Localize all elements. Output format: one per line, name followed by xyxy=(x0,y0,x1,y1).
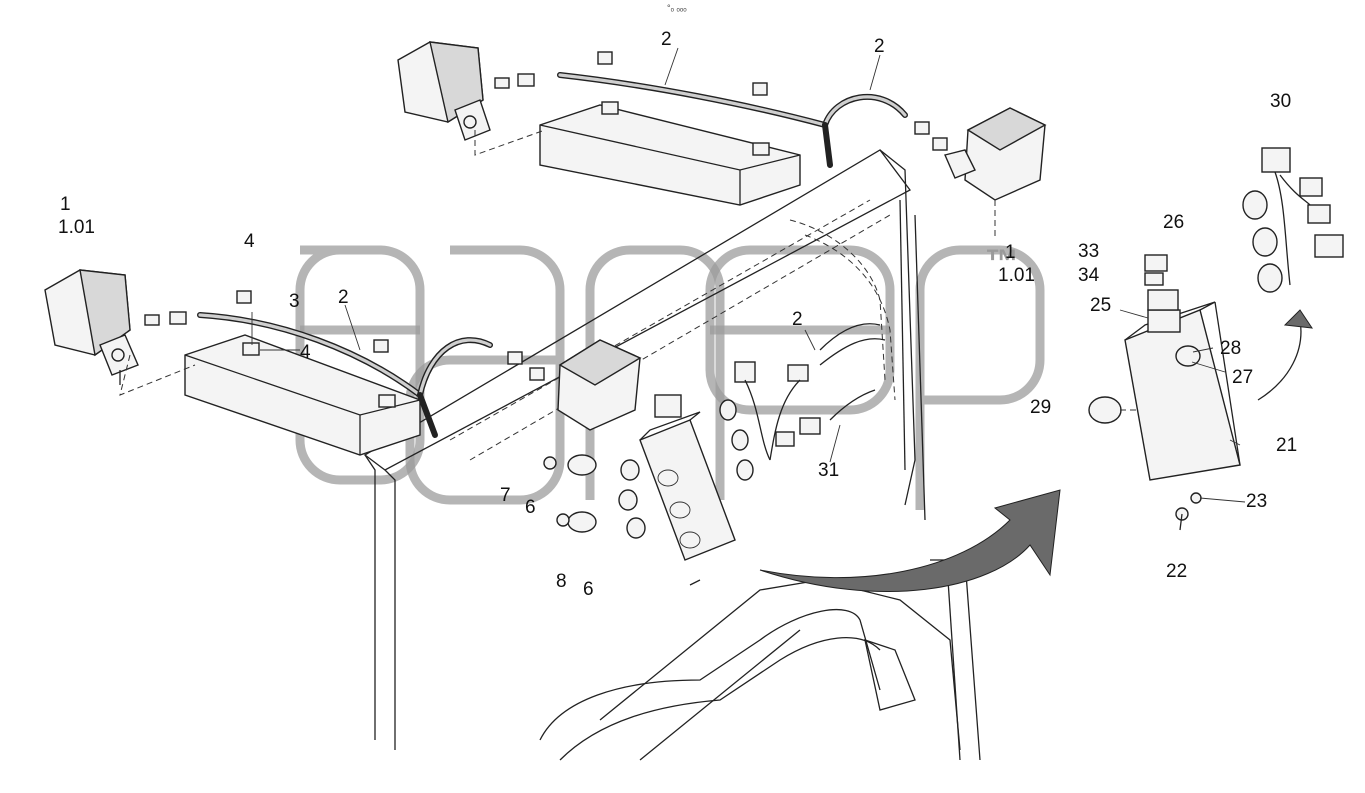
callout-2-mid: 2 xyxy=(792,309,803,330)
callout-22: 22 xyxy=(1166,561,1188,582)
callout-34: 34 xyxy=(1078,265,1100,286)
callout-27: 27 xyxy=(1232,367,1254,388)
mid-harness xyxy=(719,323,886,481)
work-lamp-top-left xyxy=(397,41,491,141)
callout-1.01-right: 1.01 xyxy=(998,265,1035,286)
callout-4-top: 4 xyxy=(244,231,255,252)
callout-2-top-left: 2 xyxy=(661,29,672,50)
callout-28: 28 xyxy=(1220,338,1242,359)
callout-29: 29 xyxy=(1030,397,1052,418)
callout-33: 33 xyxy=(1078,241,1100,262)
callout-6-lower: 6 xyxy=(583,579,594,600)
callout-30: 30 xyxy=(1270,91,1292,112)
callout-25: 25 xyxy=(1090,295,1112,316)
top-roof-beam xyxy=(539,104,801,206)
callout-2-left: 2 xyxy=(338,287,349,308)
work-lamp-left xyxy=(44,269,139,385)
header-caption: °ₒ ₒₒₒ xyxy=(667,3,687,13)
leader-lines xyxy=(251,47,1246,503)
watermark-tm: ™ xyxy=(985,243,1019,281)
callout-4-bottom: 4 xyxy=(300,342,311,363)
connectors xyxy=(119,51,996,408)
watermark-logo xyxy=(295,245,1045,510)
callout-1-left: 1 xyxy=(60,194,71,215)
left-roof-beam xyxy=(184,334,421,456)
harness-30 xyxy=(1242,147,1344,293)
callout-6-upper: 6 xyxy=(525,497,536,518)
callout-26: 26 xyxy=(1163,212,1185,233)
callout-8: 8 xyxy=(556,571,567,592)
cable-harness xyxy=(197,72,908,438)
callout-3: 3 xyxy=(289,291,300,312)
callout-1-right: 1 xyxy=(1005,242,1016,263)
direction-arrows xyxy=(759,309,1314,593)
work-lamp-center xyxy=(557,339,642,431)
callout-21: 21 xyxy=(1276,435,1298,456)
callout-31: 31 xyxy=(818,460,840,481)
callout-23: 23 xyxy=(1246,491,1268,512)
switch-panel xyxy=(543,394,736,586)
relay-box xyxy=(1088,254,1241,531)
callout-1.01-left: 1.01 xyxy=(58,217,95,238)
callout-2-top-right: 2 xyxy=(874,36,885,57)
work-lamp-top-right xyxy=(944,107,1047,201)
callout-7: 7 xyxy=(500,485,511,506)
